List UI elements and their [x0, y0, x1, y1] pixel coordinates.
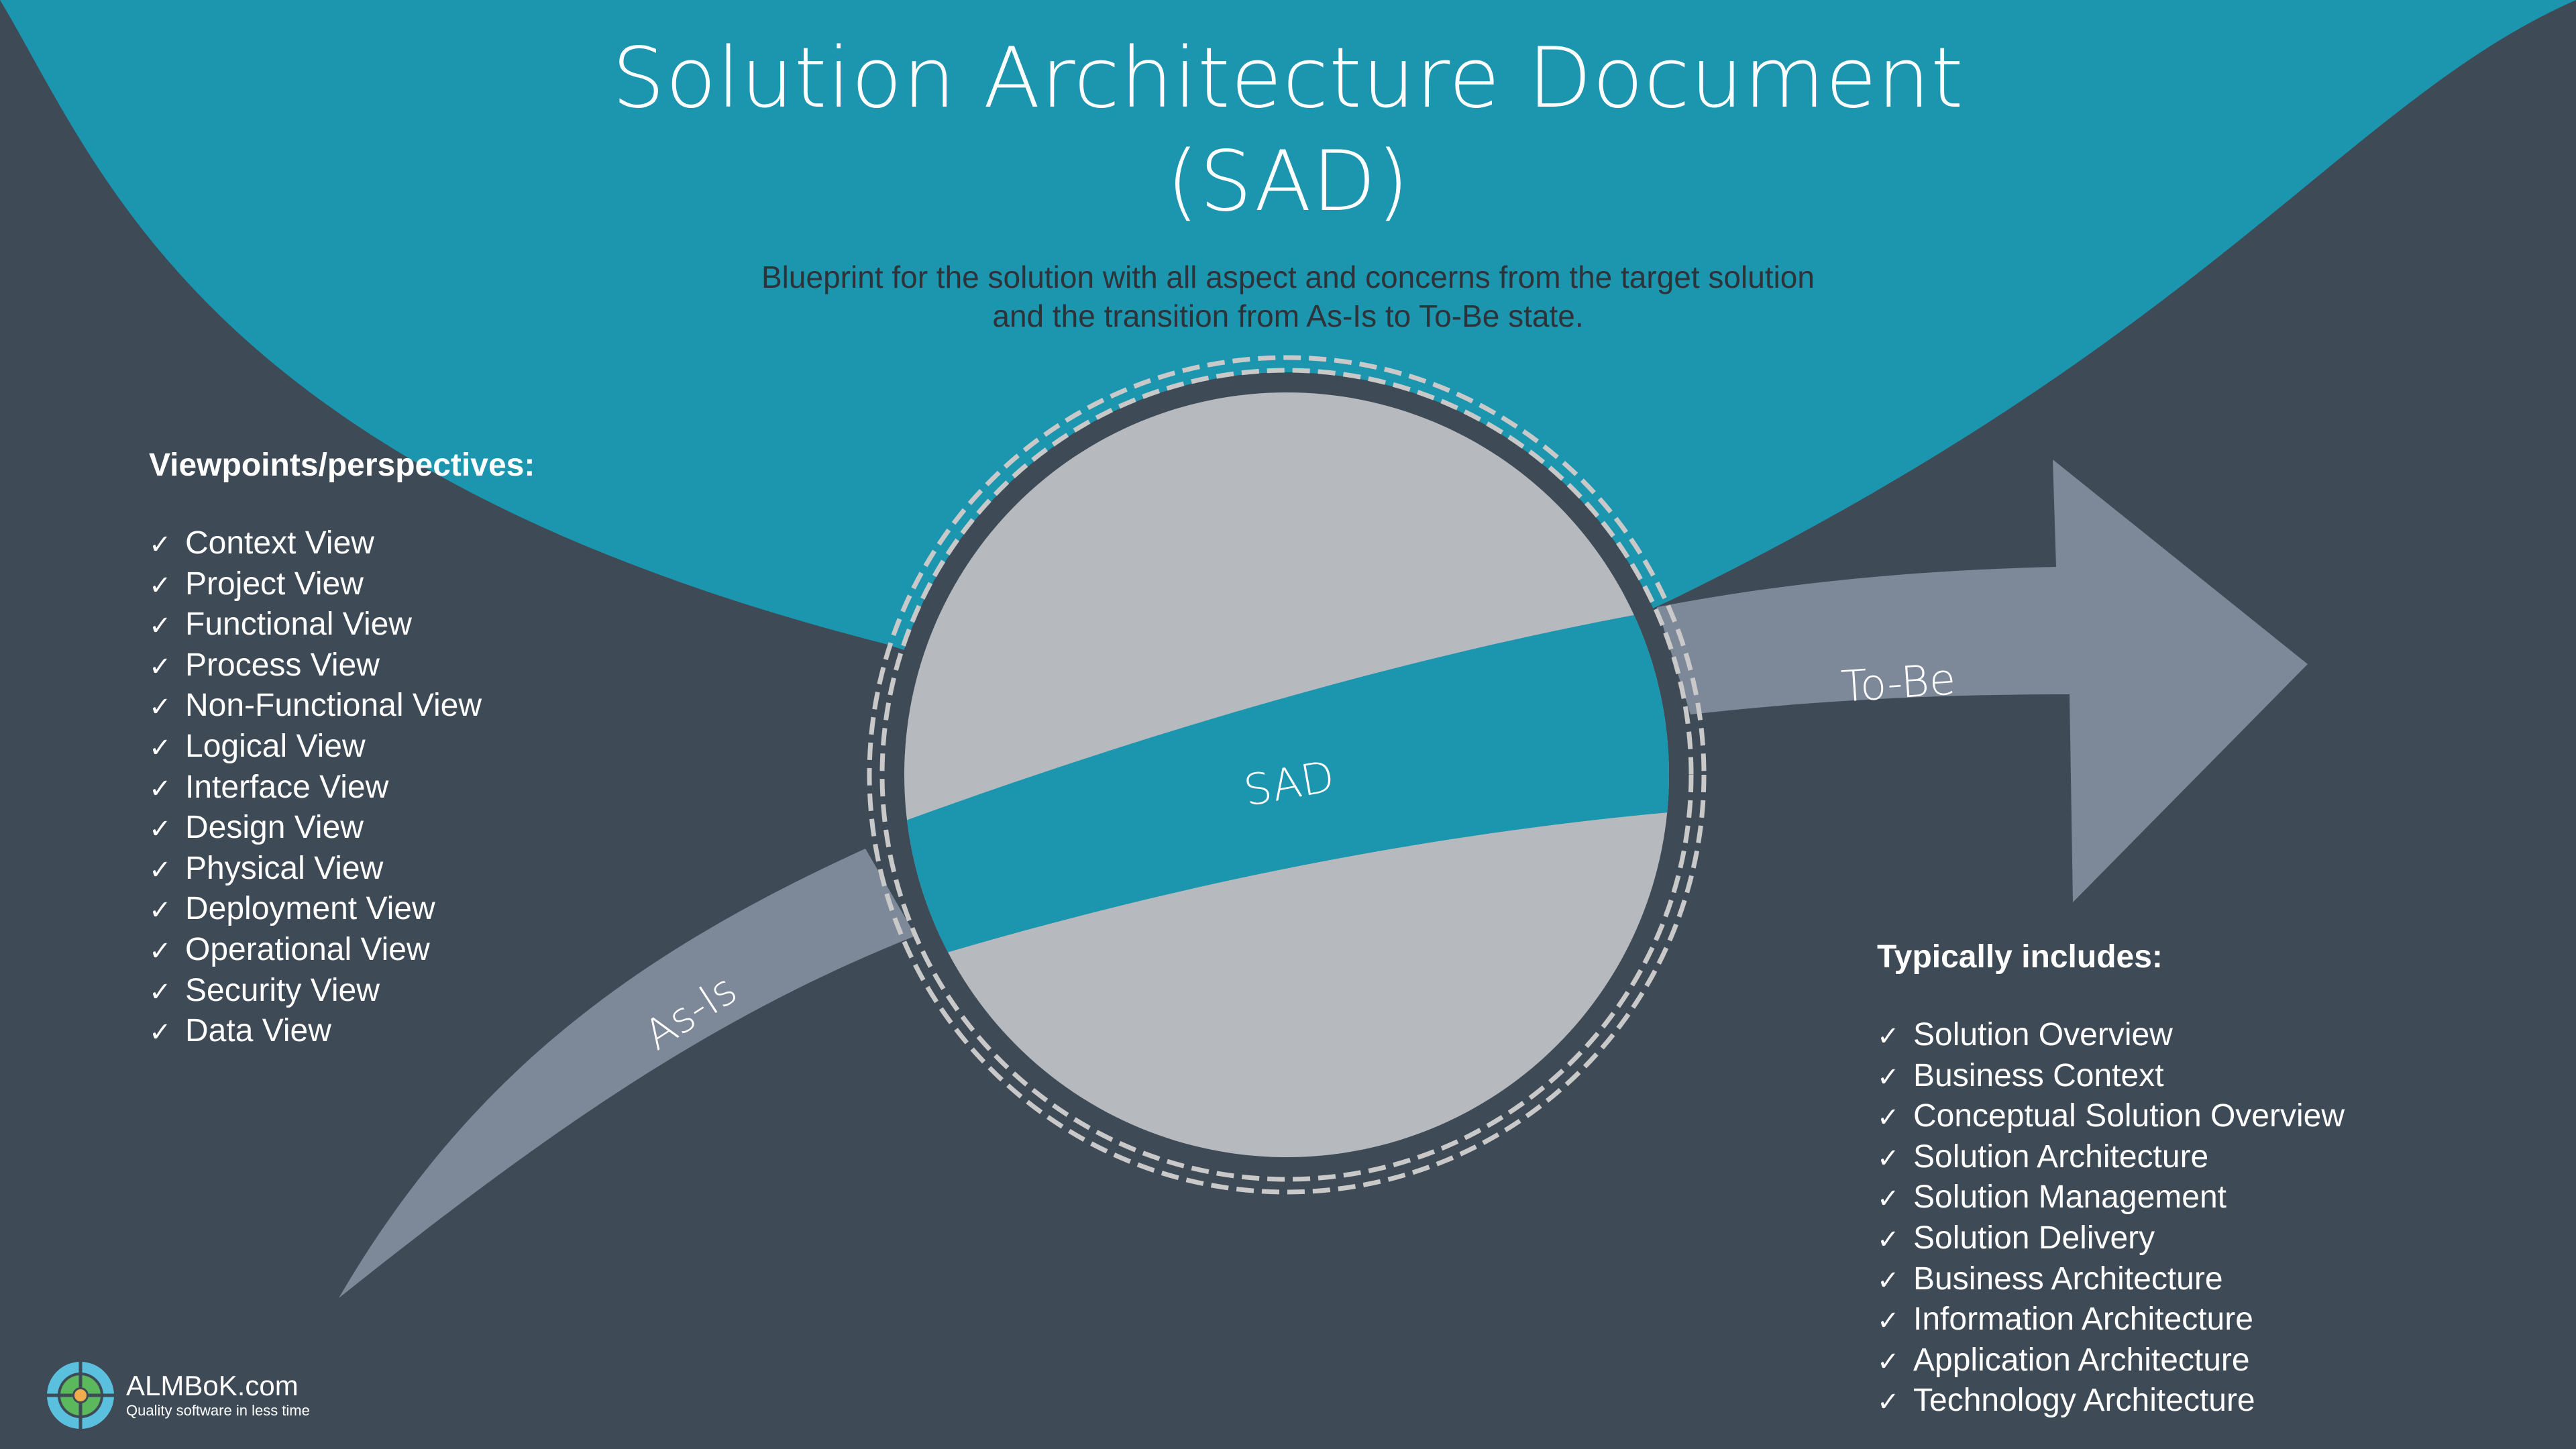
list-item: ✓Solution Management: [1877, 1178, 2345, 1219]
check-icon: ✓: [1877, 1224, 1900, 1255]
viewpoints-heading: Viewpoints/perspectives:: [149, 447, 535, 483]
check-icon: ✓: [149, 773, 172, 804]
list-item: ✓Application Architecture: [1877, 1341, 2345, 1382]
list-item: ✓Physical View: [149, 849, 535, 890]
list-item: ✓Technology Architecture: [1877, 1381, 2345, 1422]
check-icon: ✓: [149, 895, 172, 926]
brand-logo[interactable]: ALMBoK.com Quality software in less time: [46, 1360, 310, 1430]
list-item: ✓Conceptual Solution Overview: [1877, 1097, 2345, 1138]
page-title-abbreviation: (SAD): [1166, 133, 1410, 230]
check-icon: ✓: [149, 651, 172, 682]
subtitle-line-2: and the transition from As-Is to To-Be s…: [992, 299, 1584, 333]
list-item: ✓Design View: [149, 808, 535, 849]
check-icon: ✓: [149, 732, 172, 763]
subtitle: Blueprint for the solution with all aspe…: [0, 258, 2576, 335]
check-icon: ✓: [149, 1017, 172, 1049]
list-item: ✓Solution Delivery: [1877, 1219, 2345, 1260]
list-item: ✓Business Architecture: [1877, 1260, 2345, 1301]
includes-heading: Typically includes:: [1877, 939, 2163, 975]
check-icon: ✓: [1877, 1061, 1900, 1093]
check-icon: ✓: [1877, 1305, 1900, 1337]
list-item: ✓Interface View: [149, 768, 535, 809]
check-icon: ✓: [1877, 1346, 1900, 1377]
check-icon: ✓: [149, 529, 172, 560]
list-item: ✓Operational View: [149, 930, 535, 971]
page-title: Solution Architecture Document: [612, 30, 1964, 127]
check-icon: ✓: [1877, 1387, 1900, 1418]
list-item: ✓Project View: [149, 565, 535, 606]
dashed-ring-inner: [879, 368, 1694, 1182]
as-is-swoosh: [339, 849, 916, 1298]
check-icon: ✓: [149, 976, 172, 1008]
to-be-arrow: [1657, 460, 2308, 902]
check-icon: ✓: [1877, 1183, 1900, 1215]
list-item: ✓Functional View: [149, 605, 535, 646]
check-icon: ✓: [149, 814, 172, 845]
sad-band: [904, 600, 1669, 986]
check-icon: ✓: [1877, 1265, 1900, 1296]
list-item: ✓Context View: [149, 524, 535, 565]
subtitle-line-1: Blueprint for the solution with all aspe…: [761, 260, 1815, 294]
check-icon: ✓: [149, 935, 172, 967]
check-icon: ✓: [1877, 1021, 1900, 1052]
list-item: ✓Solution Overview: [1877, 1016, 2345, 1057]
list-item: ✓Non-Functional View: [149, 686, 535, 727]
list-item: ✓Deployment View: [149, 890, 535, 930]
list-item: ✓Data View: [149, 1012, 535, 1053]
dashed-ring-outer: [867, 355, 1707, 1195]
brand-name: ALMBoK.com: [126, 1370, 299, 1401]
list-item: ✓Information Architecture: [1877, 1300, 2345, 1341]
list-item: ✓Logical View: [149, 727, 535, 768]
brand-tagline: Quality software in less time: [126, 1402, 310, 1419]
viewpoints-list: Viewpoints/perspectives: ✓Context View ✓…: [149, 446, 535, 1053]
check-icon: ✓: [1877, 1142, 1900, 1174]
list-item: ✓Business Context: [1877, 1057, 2345, 1097]
list-item: ✓Process View: [149, 646, 535, 687]
check-icon: ✓: [149, 610, 172, 642]
check-icon: ✓: [149, 854, 172, 885]
check-icon: ✓: [149, 570, 172, 601]
list-item: ✓Solution Architecture: [1877, 1138, 2345, 1179]
check-icon: ✓: [149, 692, 172, 723]
almbok-logo-icon: [47, 1362, 114, 1429]
to-be-label: To-Be: [1839, 655, 1957, 712]
includes-list: Typically includes: ✓Solution Overview ✓…: [1877, 938, 2345, 1422]
check-icon: ✓: [1877, 1102, 1900, 1134]
list-item: ✓Security View: [149, 971, 535, 1012]
